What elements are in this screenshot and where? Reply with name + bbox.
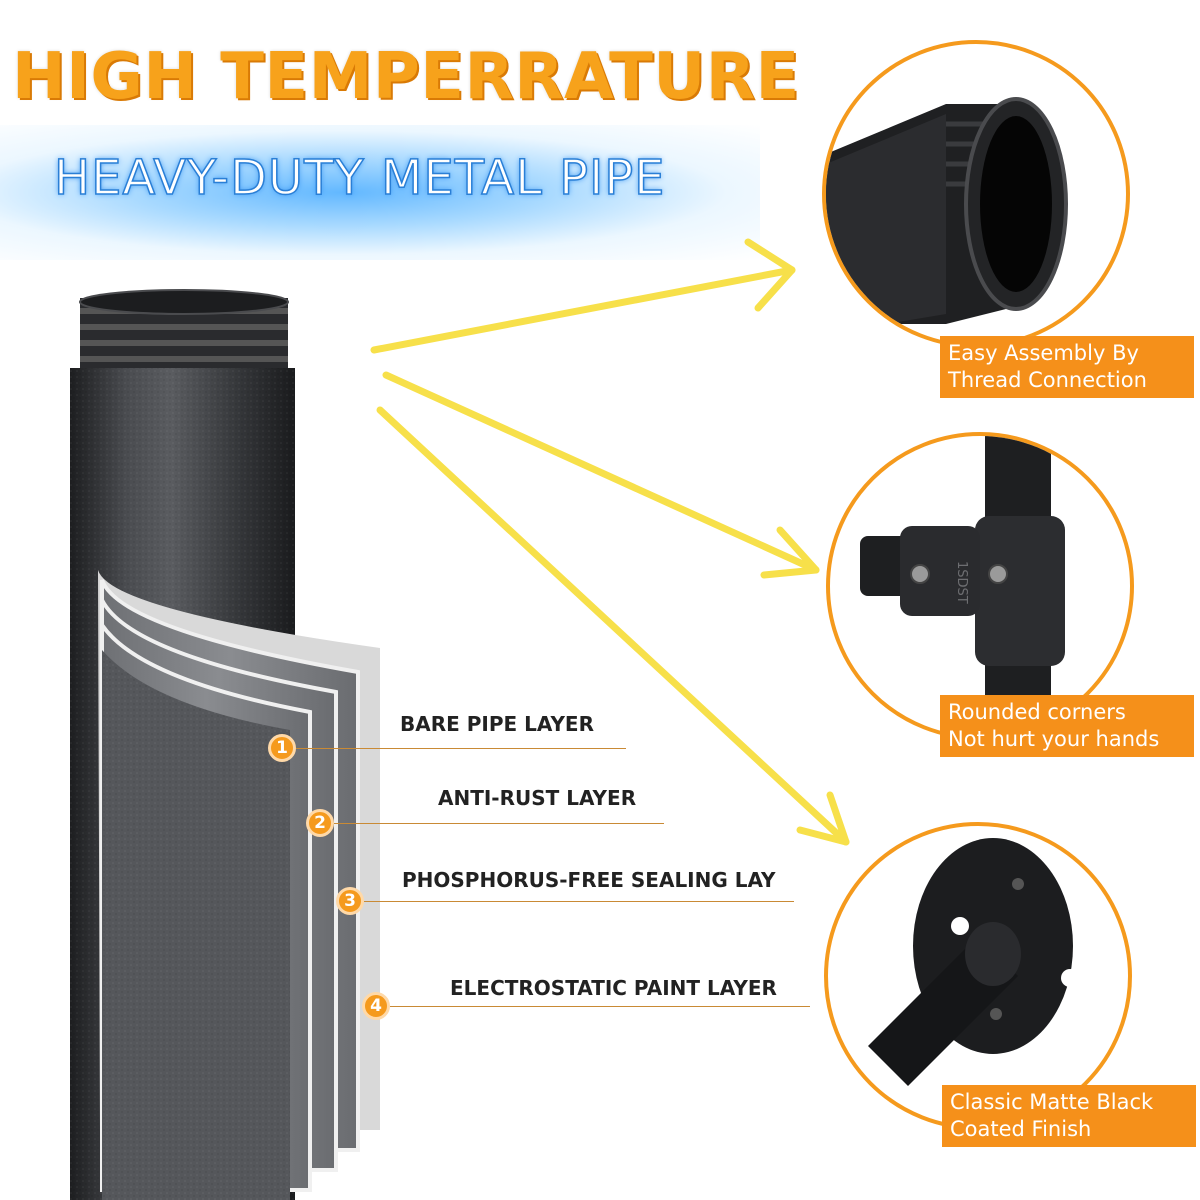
page-title: HIGH TEMPERRATURE — [12, 40, 800, 114]
arrow-head-3 — [796, 791, 850, 846]
feature-label-thread-line1: Easy Assembly By — [948, 341, 1139, 365]
threaded-pipe-end-icon — [826, 97, 1068, 334]
feature-label-flange-line2: Coated Finish — [950, 1117, 1092, 1141]
title-glow — [0, 125, 760, 260]
layer-badge-4: 4 — [362, 992, 390, 1020]
pipe-layers — [98, 570, 380, 1200]
arrow-line-1 — [370, 266, 796, 354]
feature-label-thread-line2: Thread Connection — [948, 368, 1147, 392]
layer-leader-3 — [364, 901, 794, 902]
tee-fitting-icon: 1SDST — [860, 436, 1065, 736]
layer-leader-1 — [296, 748, 626, 749]
layer-label-2: ANTI-RUST LAYER — [438, 786, 637, 810]
layer-badge-3: 3 — [336, 887, 364, 915]
layer-label-3: PHOSPHORUS-FREE SEALING LAY — [402, 868, 776, 892]
arrow-head-2 — [760, 526, 820, 579]
pipe-thread — [79, 289, 289, 370]
layer-badge-1: 1 — [268, 734, 296, 762]
feature-arrows — [370, 238, 850, 846]
layer-label-1: BARE PIPE LAYER — [400, 712, 594, 736]
layer-label-4: ELECTROSTATIC PAINT LAYER — [450, 976, 777, 1000]
pipe-cutaway-illustration — [70, 289, 380, 1200]
layer-badge-2: 2 — [306, 809, 334, 837]
feature-label-tee-line1: Rounded corners — [948, 700, 1126, 724]
fitting-mark-text: 1SDST — [954, 561, 969, 604]
feature-circle-thread — [822, 40, 1130, 348]
feature-label-flange: Classic Matte Black Coated Finish — [942, 1085, 1196, 1147]
page-subtitle: HEAVY-DUTY METAL PIPE — [53, 149, 666, 207]
feature-label-tee-line2: Not hurt your hands — [948, 727, 1160, 751]
feature-label-flange-line1: Classic Matte Black — [950, 1090, 1154, 1114]
arrow-line-3 — [376, 406, 850, 846]
feature-circle-tee: 1SDST — [826, 432, 1134, 740]
floor-flange-icon — [868, 838, 1079, 1086]
layer-leader-4 — [390, 1006, 810, 1007]
layer-leader-2 — [334, 823, 664, 824]
feature-label-thread: Easy Assembly By Thread Connection — [940, 336, 1194, 398]
feature-circle-flange — [824, 822, 1132, 1130]
arrow-head-1 — [744, 238, 796, 312]
feature-label-tee: Rounded corners Not hurt your hands — [940, 695, 1194, 757]
arrow-line-2 — [382, 371, 820, 574]
